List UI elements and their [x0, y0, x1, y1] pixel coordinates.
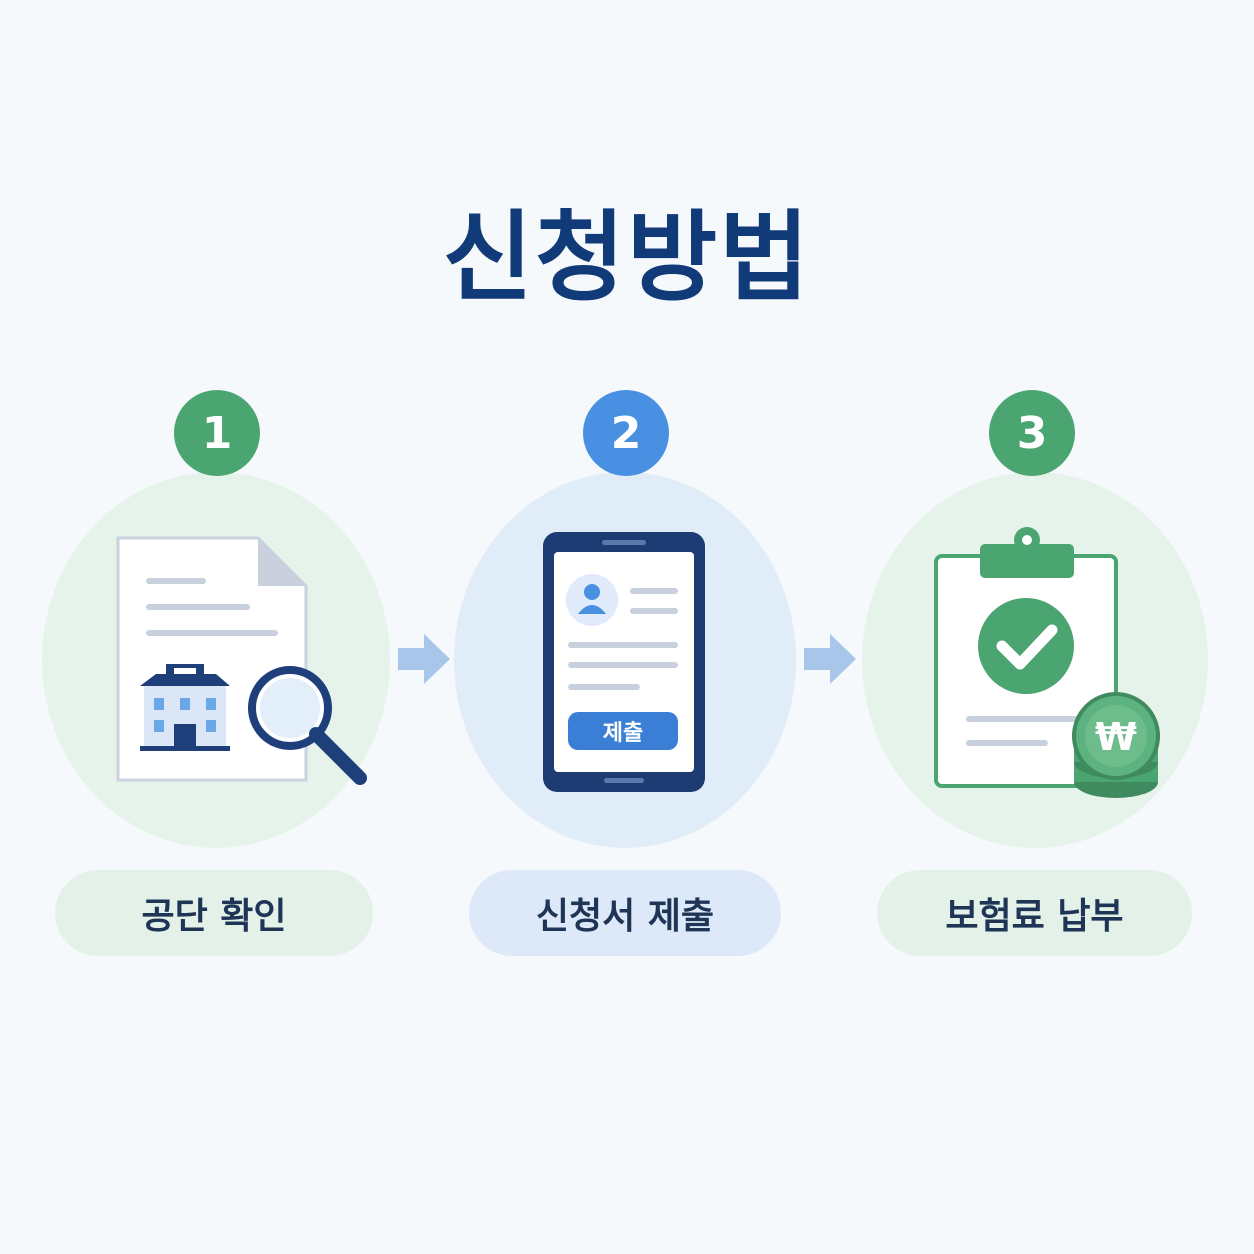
step-3-number-badge: 3 [989, 390, 1075, 476]
arrow-right-icon [804, 634, 856, 684]
submit-button: 제출 [602, 721, 644, 746]
step-2-label: 신청서 제출 [469, 870, 781, 956]
step-1-number-badge: 1 [174, 390, 260, 476]
step-3-label: 보험료 납부 [877, 870, 1192, 956]
page-title: 신청방법 [442, 201, 812, 315]
clipboard-check-coins-icon [934, 527, 1160, 798]
step-1-label: 공단 확인 [55, 870, 373, 956]
step-2-number-badge: 2 [583, 390, 669, 476]
arrow-right-icon [398, 634, 450, 684]
document-building-search-icon [116, 536, 367, 785]
won-symbol: ₩ [1095, 715, 1137, 759]
smartphone-form-icon [543, 532, 705, 792]
